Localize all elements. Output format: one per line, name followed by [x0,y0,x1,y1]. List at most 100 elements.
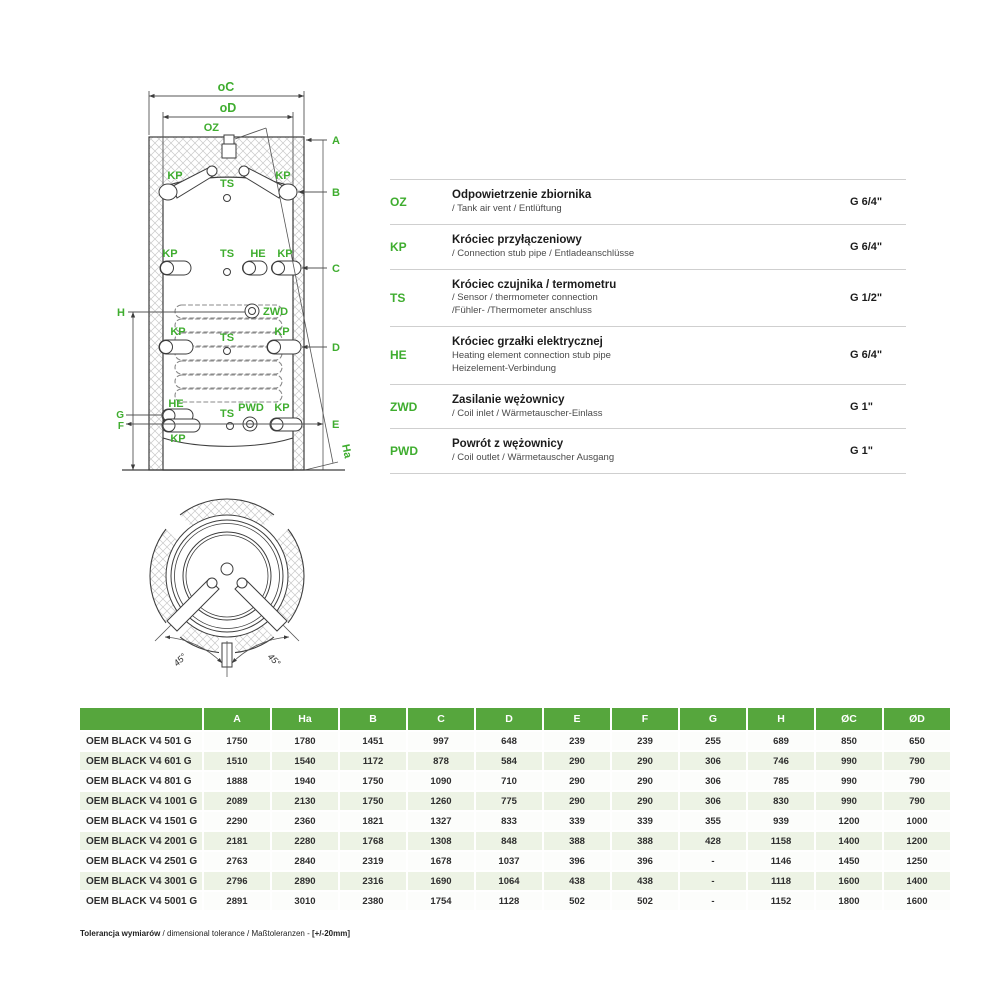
dim-label-f: F [118,421,124,432]
dimension-value: 1118 [748,872,814,890]
port-label-kp: KP [275,170,290,182]
dimension-value: 650 [884,732,950,750]
connection-subtitle: Heizelement-Verbindung [452,362,557,374]
dimension-value: 990 [816,792,882,810]
dimension-value: 878 [408,752,474,770]
model-name: OEM BLACK V4 3001 G [80,872,202,890]
connection-title: Zasilanie wężownicy [452,393,565,406]
connection-description: Powrót z wężownicy / Coil outlet / Wärme… [452,437,850,465]
dimension-value: 502 [544,892,610,910]
tolerance-note: Tolerancja wymiarów / dimensional tolera… [80,929,350,938]
dimension-value: 239 [612,732,678,750]
dimension-value: - [680,852,746,870]
connection-code: PWD [390,444,418,459]
header-od: ØD [884,708,950,730]
c-level-stubs [159,260,302,276]
connection-title: Króciec przyłączeniowy [452,233,582,246]
connection-title: Króciec czujnika / termometru [452,278,617,291]
connection-size: G 6/4" [850,349,883,362]
dim-label-g: G [116,410,124,421]
dimension-value: 1754 [408,892,474,910]
tolerance-note-bold: Tolerancja wymiarów [80,929,161,938]
port-label-ts: TS [220,178,234,190]
dim-label-e: E [332,419,339,431]
oz-stub [221,134,237,159]
dimension-value: 290 [612,752,678,770]
port-label-he: HE [168,398,183,410]
connection-description: Króciec przyłączeniowy / Connection stub… [452,233,850,261]
dimension-value: 2130 [272,792,338,810]
model-name: OEM BLACK V4 5001 G [80,892,202,910]
connection-code: OZ [390,194,407,209]
dimension-value: 648 [476,732,542,750]
connection-code: TS [390,290,406,305]
dimension-value: 1260 [408,792,474,810]
dimension-value: 1308 [408,832,474,850]
dimension-value: 1821 [340,812,406,830]
dimension-value: 2181 [204,832,270,850]
dimension-value: 3010 [272,892,338,910]
port-label-zwd: ZWD [263,306,288,318]
connection-subtitle: / Connection stub pipe / Entladeanschlüs… [452,247,635,259]
dimension-value: 290 [544,752,610,770]
dimension-value: 1800 [816,892,882,910]
port-label-ts: TS [220,408,234,420]
dimension-value: 2290 [204,812,270,830]
dimension-value: 1200 [884,832,950,850]
header-c: C [408,708,474,730]
connection-subtitle: / Coil outlet / Wärmetauscher Ausgang [452,452,615,464]
dimension-value: 1600 [816,872,882,890]
header-a: A [204,708,270,730]
dimension-value: 1327 [408,812,474,830]
dimension-value: 2280 [272,832,338,850]
dimension-value: 1678 [408,852,474,870]
table-header-row: A Ha B C D E F G H ØC ØD [80,708,950,730]
dimension-value: 1172 [340,752,406,770]
port-label-ts: TS [220,248,234,260]
dim-label-b: B [332,187,340,199]
dimension-value: 290 [612,792,678,810]
dimension-value: - [680,872,746,890]
dimension-value: 428 [680,832,746,850]
dimension-value: 396 [544,852,610,870]
connection-subtitle: / Tank air vent / Entlüftung [452,202,562,214]
legend-row-zwd: ZWD Zasilanie wężownicy / Coil inlet / W… [390,383,906,429]
dimension-value: 1750 [204,732,270,750]
dimension-value: 1090 [408,772,474,790]
dimension-value: 339 [544,812,610,830]
dimension-value: 2380 [340,892,406,910]
connection-size: G 1/2" [850,291,883,304]
dimension-value: 990 [816,772,882,790]
connection-title: Króciec grzałki elektrycznej [452,336,603,349]
dimension-value: 746 [748,752,814,770]
port-label-kp: KP [167,170,182,182]
tank-top-view: 45° 45° [149,498,305,677]
header-ha: Ha [272,708,338,730]
dimension-value: 1128 [476,892,542,910]
dimension-value: 1750 [340,792,406,810]
dimension-value: 1400 [884,872,950,890]
dimension-value: 990 [816,752,882,770]
dimension-value: 388 [544,832,610,850]
connection-code: KP [390,239,407,254]
connection-description: Odpowietrzenie zbiornika / Tank air vent… [452,188,850,216]
connection-description: Zasilanie wężownicy / Coil inlet / Wärme… [452,393,850,421]
model-name: OEM BLACK V4 2501 G [80,852,202,870]
dimension-value: 830 [748,792,814,810]
port-label-he: HE [250,248,265,260]
diagram-labels: oC oD OZ A B C D E H G F Ha KP KP TS KP … [116,80,354,460]
dimension-value: 239 [544,732,610,750]
dimension-value: 1888 [204,772,270,790]
connection-subtitle: Heating element connection stub pipe [452,350,611,361]
header-b: B [340,708,406,730]
connection-code: ZWD [390,399,418,414]
connection-legend: OZ Odpowietrzenie zbiornika / Tank air v… [390,179,906,475]
dimension-value: 997 [408,732,474,750]
dim-label-ha: Ha [339,443,354,460]
